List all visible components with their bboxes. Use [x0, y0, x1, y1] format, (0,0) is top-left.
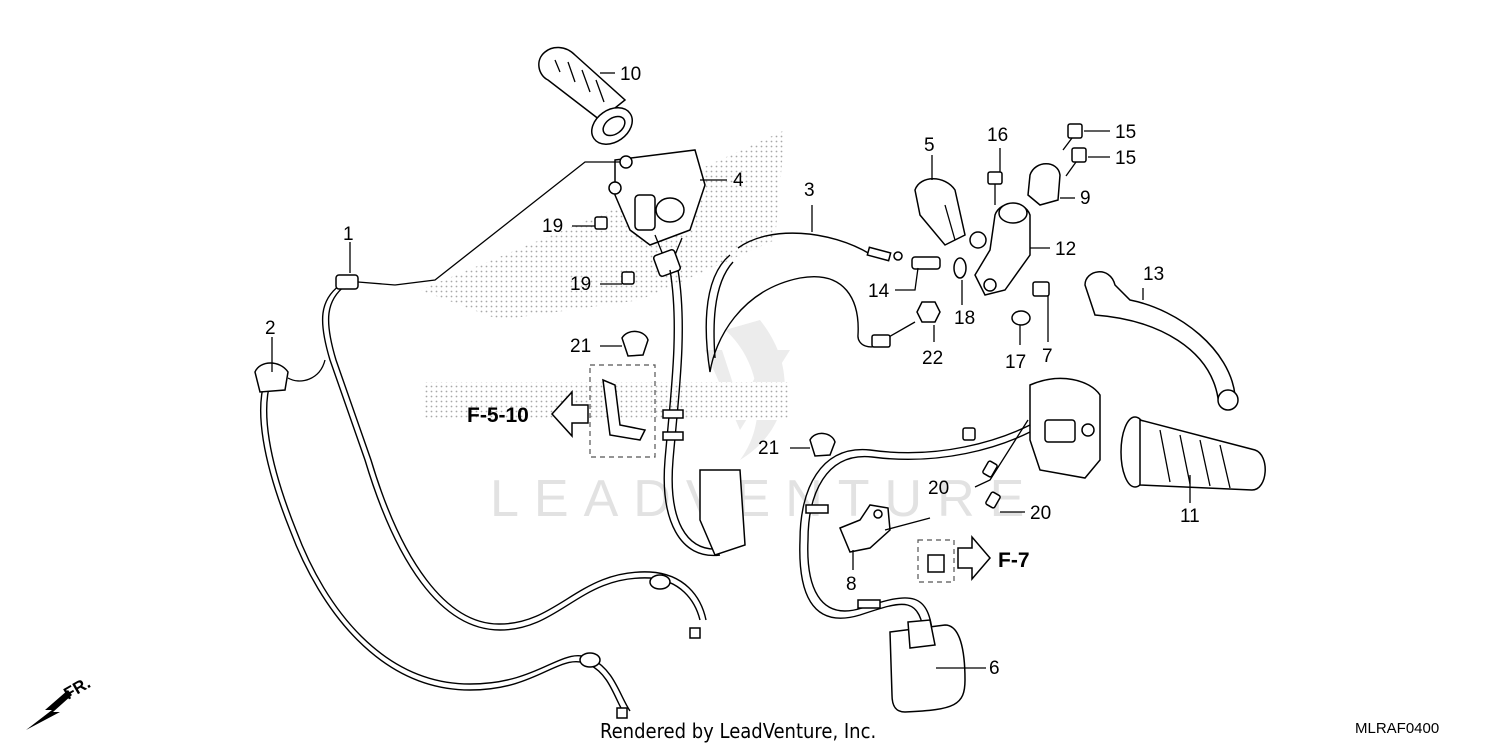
- callout-16: 16: [987, 125, 1008, 146]
- reference-label-right: F-7: [998, 549, 1030, 572]
- lever-bracket: [969, 202, 1031, 296]
- bolt-detail: [927, 554, 945, 573]
- callout-22: 22: [922, 348, 943, 369]
- left-grip: [538, 46, 633, 145]
- callout-19-top: 19: [542, 216, 563, 237]
- callout-14: 14: [868, 281, 890, 302]
- left-switch-harness: [662, 269, 746, 557]
- throttle-cables: [254, 274, 707, 719]
- callout-2: 2: [265, 318, 276, 339]
- callout-11: 11: [1180, 506, 1200, 527]
- credit-text: Rendered by LeadVenture, Inc.: [600, 719, 876, 743]
- watermark-logo: [705, 320, 790, 460]
- reference-label-left: F-5-10: [467, 404, 529, 427]
- brake-lever: [1084, 271, 1237, 409]
- callout-12: 12: [1055, 239, 1076, 260]
- lever-boot-detail: [944, 204, 956, 241]
- callout-18: 18: [954, 308, 975, 329]
- callout-1: 1: [343, 224, 354, 245]
- lever-boot: [914, 178, 966, 246]
- callout-15-top: 15: [1115, 122, 1136, 143]
- callout-20-left: 20: [928, 478, 949, 499]
- reference-box-left: [589, 364, 656, 458]
- right-grip: [1120, 416, 1266, 491]
- leader-lines: [271, 72, 1191, 669]
- callout-3: 3: [804, 180, 815, 201]
- callout-21-right: 21: [758, 438, 779, 459]
- callout-labels: 1 2 3 4 5 6 7 8 9 10 11 12 13 14 15 15 1…: [265, 64, 1200, 679]
- watermark-text: LEADVENTURE: [490, 470, 1039, 528]
- callout-7: 7: [1042, 346, 1053, 367]
- left-switch-housing: [608, 149, 706, 278]
- callout-20-right: 20: [1030, 503, 1051, 524]
- front-direction-arrow: FR.: [26, 673, 94, 730]
- callout-15-bottom: 15: [1115, 148, 1136, 169]
- lever-tip: [1217, 389, 1239, 411]
- callout-5: 5: [924, 135, 935, 156]
- right-switch-housing: [1029, 377, 1101, 479]
- bracket-detail: [602, 378, 647, 441]
- reference-arrow-left: [550, 390, 589, 438]
- callout-19-bottom: 19: [570, 274, 591, 295]
- callout-21-left: 21: [570, 336, 591, 357]
- callout-9: 9: [1080, 188, 1091, 209]
- callout-8: 8: [846, 574, 857, 595]
- reference-box-right: [917, 539, 955, 583]
- fasteners: [594, 216, 1001, 509]
- leader-line: [394, 161, 620, 286]
- clutch-cable: [705, 232, 916, 373]
- callout-4: 4: [733, 170, 744, 191]
- reference-arrow-right: [957, 534, 991, 582]
- callout-6: 6: [989, 658, 1000, 679]
- small-parts: [911, 256, 1050, 326]
- diagram-code: MLRAF0400: [1355, 720, 1439, 737]
- bolts: [987, 123, 1087, 205]
- callout-13: 13: [1143, 264, 1164, 285]
- callout-17: 17: [1005, 352, 1026, 373]
- callout-10: 10: [620, 64, 641, 85]
- lever-clamp: [1027, 163, 1061, 206]
